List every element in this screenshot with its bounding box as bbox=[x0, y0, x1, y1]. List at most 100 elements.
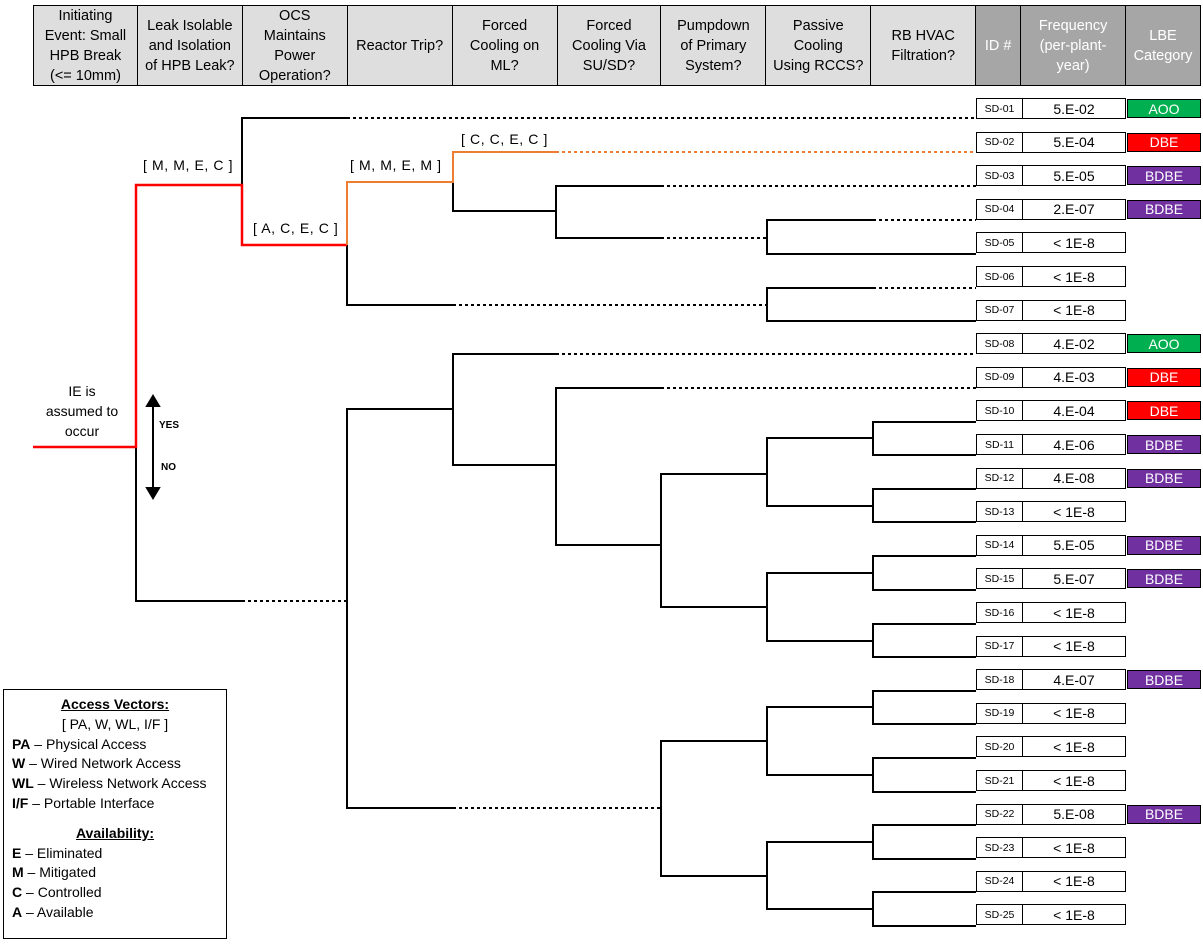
sequence-id: SD-19 bbox=[976, 702, 1023, 724]
branch-line bbox=[766, 607, 873, 642]
sequence-id: SD-14 bbox=[976, 534, 1023, 556]
sequence-id: SD-20 bbox=[976, 736, 1023, 758]
highlighted-path bbox=[346, 151, 556, 245]
sequence-frequency: 4.E-04 bbox=[1022, 400, 1126, 422]
sequence-frequency: < 1E-8 bbox=[1022, 501, 1126, 523]
sequence-frequency: < 1E-8 bbox=[1022, 736, 1126, 758]
legend-access-set: [ PA, W, WL, I/F ] bbox=[61, 715, 169, 732]
yes-label: YES bbox=[159, 420, 180, 431]
branch-line bbox=[766, 474, 873, 507]
sequence-id: SD-07 bbox=[976, 299, 1023, 321]
legend-item: PA – Physical Access bbox=[12, 735, 147, 752]
sequence-frequency: < 1E-8 bbox=[1022, 266, 1126, 287]
branch-line bbox=[766, 287, 873, 305]
header-id: ID # bbox=[975, 5, 1022, 86]
sequence-frequency: < 1E-8 bbox=[1022, 635, 1126, 657]
branch-line bbox=[346, 408, 453, 601]
sequence-id: SD-22 bbox=[976, 803, 1023, 825]
branch-line bbox=[766, 572, 873, 607]
branch-line bbox=[346, 245, 453, 306]
sequence-id: SD-17 bbox=[976, 635, 1023, 657]
branch-line bbox=[660, 545, 767, 608]
sequence-frequency: < 1E-8 bbox=[1022, 770, 1126, 791]
branch-line bbox=[555, 185, 661, 211]
branch-line bbox=[452, 353, 556, 409]
legend-item: WL – Wireless Network Access bbox=[12, 775, 207, 792]
branch-line bbox=[346, 601, 453, 809]
sequence-frequency: < 1E-8 bbox=[1022, 232, 1126, 254]
sequence-id: SD-01 bbox=[976, 98, 1023, 119]
branch-line bbox=[766, 706, 873, 741]
header-hvac-filtration: RB HVAC Filtration? bbox=[870, 5, 977, 86]
branch-label-leak-yes: [ M, M, E, C ] bbox=[143, 157, 234, 173]
sequence-frequency: 4.E-02 bbox=[1022, 333, 1126, 355]
legend-item: W – Wired Network Access bbox=[12, 755, 181, 772]
lbe-category-badge: AOO bbox=[1127, 99, 1201, 118]
header-initiating-event: Initiating Event: Small HPB Break (<= 10… bbox=[33, 5, 138, 86]
lbe-category-badge: BDBE bbox=[1127, 535, 1201, 555]
lbe-category-badge: BDBE bbox=[1127, 166, 1201, 186]
lbe-category-badge: BDBE bbox=[1127, 435, 1201, 454]
initiating-event-label: IE is assumed to occur bbox=[45, 383, 119, 439]
branch-line bbox=[872, 506, 976, 523]
lbe-category-badge: BDBE bbox=[1127, 468, 1201, 488]
sequence-frequency: < 1E-8 bbox=[1022, 870, 1126, 892]
sequence-id: SD-23 bbox=[976, 837, 1023, 859]
lbe-category-badge: BDBE bbox=[1127, 569, 1201, 589]
sequence-frequency: < 1E-8 bbox=[1022, 299, 1126, 321]
branch-line bbox=[872, 488, 976, 506]
header-leak-isolation: Leak Isolable and Isolation of HPB Leak? bbox=[136, 5, 243, 86]
legend-box: Access Vectors: [ PA, W, WL, I/F ] PA – … bbox=[3, 689, 227, 939]
sequence-id: SD-16 bbox=[976, 602, 1023, 623]
sequence-id: SD-06 bbox=[976, 266, 1023, 287]
sequence-frequency: 4.E-08 bbox=[1022, 467, 1126, 489]
branch-line bbox=[766, 219, 873, 238]
sequence-id: SD-21 bbox=[976, 770, 1023, 791]
legend-item: C – Controlled bbox=[12, 884, 102, 901]
column-header-row: Initiating Event: Small HPB Break (<= 10… bbox=[33, 5, 1201, 86]
lbe-category-badge: BDBE bbox=[1127, 199, 1201, 219]
legend-item: I/F – Portable Interface bbox=[12, 794, 155, 811]
sequence-frequency: < 1E-8 bbox=[1022, 837, 1126, 859]
header-forced-cooling-ml: Forced Cooling on ML? bbox=[451, 5, 558, 86]
branch-line bbox=[241, 117, 347, 185]
branch-line bbox=[872, 641, 976, 658]
sequence-id: SD-15 bbox=[976, 568, 1023, 590]
sequence-frequency: 4.E-07 bbox=[1022, 669, 1126, 691]
sequence-id: SD-18 bbox=[976, 669, 1023, 691]
lbe-category-badge: AOO bbox=[1127, 334, 1201, 354]
legend-access-title: Access Vectors: bbox=[60, 696, 170, 712]
branch-line bbox=[766, 305, 976, 322]
branch-line bbox=[766, 238, 976, 255]
branch-line bbox=[555, 465, 661, 546]
sequence-id: SD-25 bbox=[976, 904, 1023, 926]
branch-line bbox=[660, 808, 767, 877]
sequence-frequency: 5.E-04 bbox=[1022, 131, 1126, 153]
sequence-id: SD-09 bbox=[976, 366, 1023, 388]
lbe-category-badge: BDBE bbox=[1127, 670, 1201, 690]
branch-line bbox=[555, 211, 661, 239]
sequence-frequency: 4.E-06 bbox=[1022, 434, 1126, 455]
header-ocs-power: OCS Maintains Power Operation? bbox=[241, 5, 348, 86]
branch-line bbox=[872, 757, 976, 775]
branch-line bbox=[872, 555, 976, 573]
sequence-frequency: < 1E-8 bbox=[1022, 904, 1126, 926]
lbe-category-badge: DBE bbox=[1127, 367, 1201, 387]
branch-line bbox=[872, 623, 976, 641]
branch-line bbox=[872, 438, 976, 456]
sequence-frequency: 5.E-05 bbox=[1022, 165, 1126, 187]
branch-line bbox=[872, 891, 976, 909]
legend-item: A – Available bbox=[12, 903, 94, 920]
branch-line bbox=[872, 421, 976, 438]
branch-line bbox=[766, 876, 873, 910]
header-forced-cooling-susd: Forced Cooling Via SU/SD? bbox=[556, 5, 662, 86]
branch-line bbox=[135, 447, 242, 602]
sequence-frequency: 5.E-05 bbox=[1022, 534, 1126, 556]
sequence-id: SD-24 bbox=[976, 870, 1023, 892]
no-label: NO bbox=[161, 462, 176, 473]
header-reactor-trip: Reactor Trip? bbox=[346, 5, 453, 86]
lbe-category-badge: DBE bbox=[1127, 401, 1201, 421]
sequence-id: SD-05 bbox=[976, 232, 1023, 254]
header-lbe-category: LBE Category bbox=[1125, 5, 1201, 86]
